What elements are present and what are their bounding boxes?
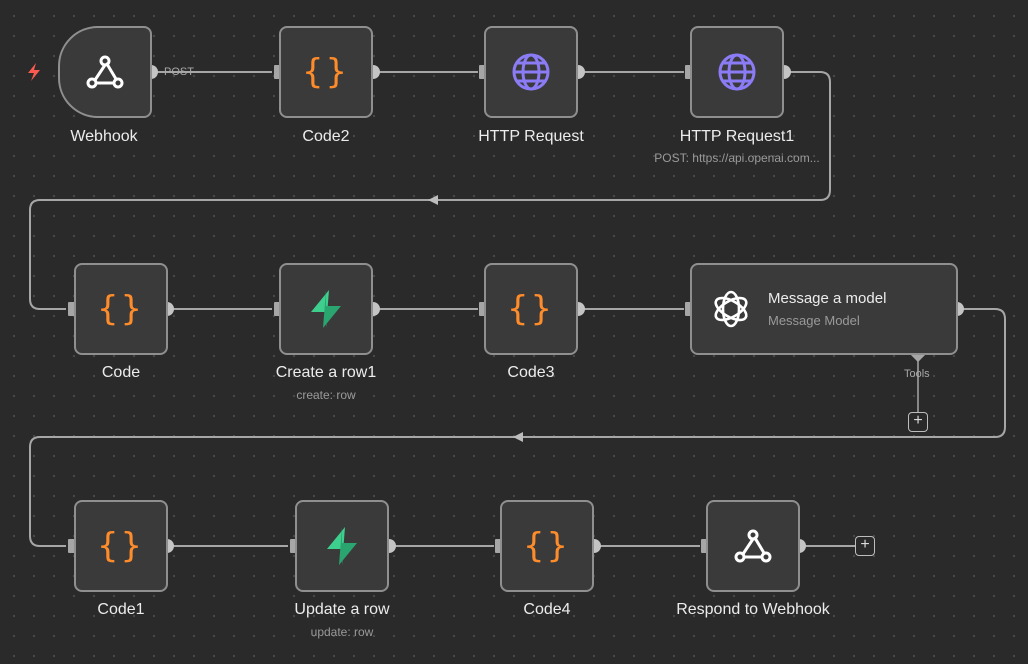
code-braces-icon: {}	[302, 52, 350, 92]
code3-node[interactable]: {}	[484, 263, 578, 355]
create-row1-sub: create: row	[296, 388, 356, 402]
trigger-bolt-icon	[28, 63, 40, 81]
globe-icon	[718, 53, 756, 91]
update-row-sub: update: row	[310, 625, 374, 639]
http-request1-node[interactable]	[690, 26, 784, 118]
add-node-button[interactable]: +	[855, 536, 875, 556]
code1-node[interactable]: {}	[74, 500, 168, 592]
webhook-node[interactable]	[58, 26, 152, 118]
code-label: Code	[101, 364, 141, 381]
code4-node[interactable]: {}	[500, 500, 594, 592]
message-model-title: Message a model	[768, 290, 887, 307]
supabase-icon	[311, 290, 341, 328]
message-model-sub: Message Model	[768, 313, 860, 328]
http-request1-label: HTTP Request1	[679, 128, 795, 145]
message-model-text: Message a model Message Model	[768, 290, 886, 328]
webhook-icon	[734, 529, 772, 563]
webhook-icon	[86, 55, 124, 89]
code-node[interactable]: {}	[74, 263, 168, 355]
flow-arrow	[428, 195, 438, 205]
code3-label: Code3	[507, 364, 555, 381]
post-label: POST	[164, 66, 194, 78]
code1-label: Code1	[97, 601, 145, 618]
respond-webhook-label: Respond to Webhook	[676, 601, 830, 618]
update-row-node[interactable]	[295, 500, 389, 592]
openai-icon	[714, 290, 748, 328]
http-request-node[interactable]	[484, 26, 578, 118]
http-request1-sub: POST: https://api.openai.com...	[654, 151, 820, 165]
code4-label: Code4	[523, 601, 571, 618]
update-row-label: Update a row	[294, 601, 390, 618]
tools-label: Tools	[904, 368, 930, 380]
add-tool-button[interactable]: +	[908, 412, 928, 432]
http-request-label: HTTP Request	[478, 128, 584, 145]
globe-icon	[512, 53, 550, 91]
code2-node[interactable]: {}	[279, 26, 373, 118]
code2-label: Code2	[302, 128, 350, 145]
webhook-label: Webhook	[70, 128, 138, 145]
supabase-icon	[327, 527, 357, 565]
create-row1-label: Create a row1	[275, 364, 377, 381]
flow-arrow	[513, 432, 523, 442]
respond-webhook-node[interactable]	[706, 500, 800, 592]
message-model-node[interactable]: Message a model Message Model	[690, 263, 958, 355]
create-row1-node[interactable]	[279, 263, 373, 355]
code-braces-icon: {}	[523, 526, 571, 566]
code-braces-icon: {}	[97, 526, 145, 566]
code-braces-icon: {}	[507, 289, 555, 329]
code-braces-icon: {}	[97, 289, 145, 329]
